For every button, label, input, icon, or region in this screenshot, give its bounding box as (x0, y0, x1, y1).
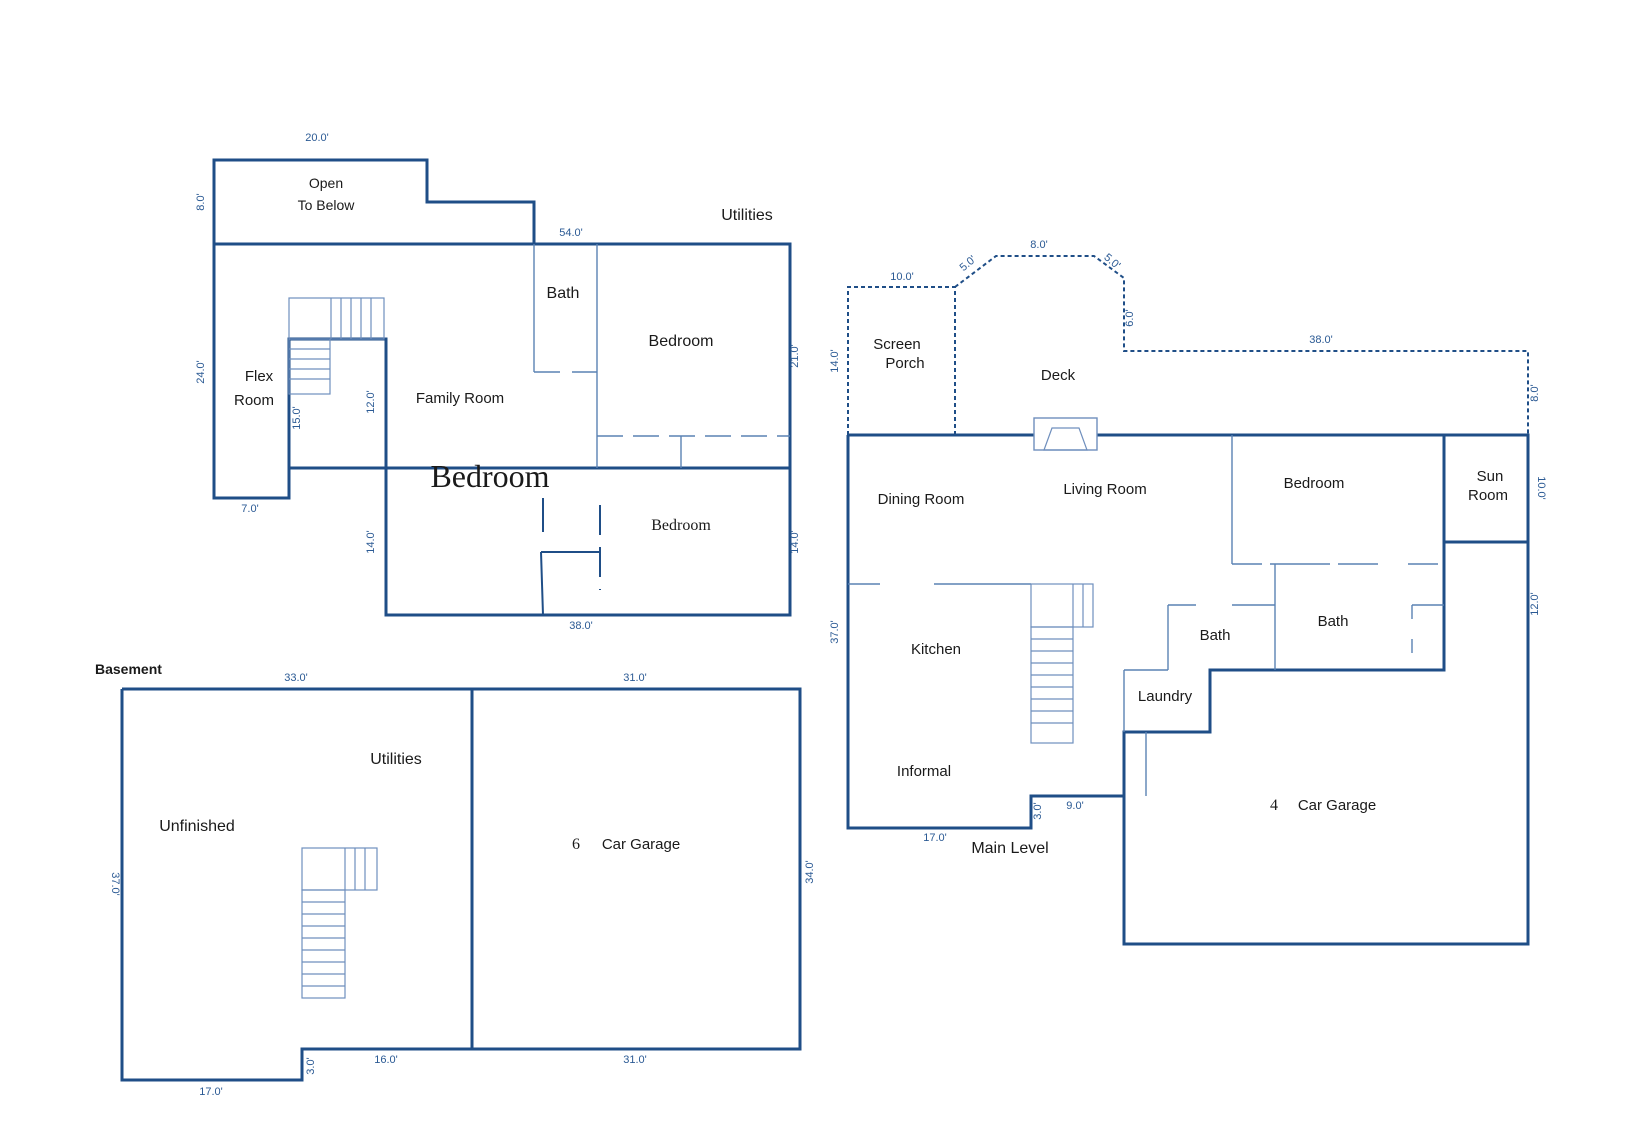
fireplace (1033, 417, 1098, 451)
basement-dim-top-right: 31.0' (623, 672, 647, 684)
main-garage-label: Car Garage (1298, 797, 1376, 814)
bath-label-1: Bath (1200, 627, 1231, 644)
upper-dim-mid-top: 54.0' (559, 227, 583, 239)
living-room-label: Living Room (1063, 481, 1146, 498)
fireplace-hearth (1043, 427, 1088, 451)
main-outer-wall (848, 433, 1530, 946)
basement-dim-step: 3.0' (305, 1057, 317, 1074)
bath-label-2: Bath (1318, 613, 1349, 630)
main-left-wall (846, 435, 1124, 830)
upper-utilities-label: Utilities (721, 207, 773, 224)
basement-title: Basement (95, 661, 162, 677)
family-room-label: Family Room (416, 390, 504, 407)
kitchen-label: Kitchen (911, 641, 961, 658)
basement-dim-right: 34.0' (804, 860, 816, 884)
basement-outer-wall (120, 687, 802, 1082)
open-to-below-label-2: To Below (298, 197, 356, 213)
deck-outline (954, 255, 1529, 435)
upper-dim-stair-15: 15.0' (291, 406, 303, 430)
upper-bedroom-label: Bedroom (649, 333, 714, 350)
upper-dim-left: 24.0' (195, 360, 207, 384)
main-dim-garage-side: 12.0' (1529, 592, 1541, 616)
basement-dim-bottom-left: 17.0' (199, 1086, 223, 1098)
main-dim-deck-right: 8.0' (1529, 384, 1541, 401)
upper-dim-open-side: 8.0' (195, 193, 207, 210)
basement-dim-left: 37.0' (109, 872, 121, 896)
basement-level: Basement Utilities Unfinished 6 Car Gara… (95, 661, 816, 1098)
dining-room-label: Dining Room (878, 491, 965, 508)
laundry-label: Laundry (1138, 688, 1193, 705)
upper-dim-low-left: 14.0' (365, 530, 377, 554)
upper-closet-wall-d (540, 551, 544, 616)
basement-garage-label: Car Garage (602, 836, 680, 853)
upper-bedroom-small-label: Bedroom (651, 517, 711, 534)
main-dim-bottom-left: 17.0' (923, 832, 947, 844)
basement-garage-number: 6 (572, 836, 580, 853)
main-dim-step: 3.0' (1032, 802, 1044, 819)
main-dim-deck-long: 38.0' (1309, 334, 1333, 346)
main-bedroom-label: Bedroom (1284, 475, 1345, 492)
upper-open-to-below-wall (212, 158, 536, 244)
upper-bedroom-large-label: Bedroom (430, 458, 549, 494)
main-dim-deck-diag-right: 5.0' (1101, 252, 1122, 272)
main-dim-deck-side: 6.0' (1124, 309, 1136, 326)
screen-porch-outline (847, 286, 956, 435)
main-dim-deck-top: 8.0' (1030, 239, 1047, 251)
upper-flex-wall (212, 244, 291, 500)
upper-dim-bottom: 38.0' (569, 620, 593, 632)
open-to-below-label-1: Open (309, 175, 343, 191)
upper-dim-stair-12: 12.0' (365, 390, 377, 414)
screen-porch-label-2: Porch (885, 355, 924, 372)
deck-label: Deck (1041, 367, 1076, 384)
screen-porch-label-1: Screen (873, 336, 921, 353)
main-stairs (1030, 583, 1094, 744)
basement-dim-bottom-16: 16.0' (374, 1054, 398, 1066)
informal-label: Informal (897, 763, 951, 780)
main-level: Screen Porch Deck Dining Room Living Roo… (829, 239, 1547, 946)
main-dim-sun-side: 10.0' (1535, 476, 1547, 500)
basement-unfinished-label: Unfinished (159, 818, 235, 835)
main-dim-deck-diag-left: 5.0' (958, 254, 979, 274)
main-dim-left: 37.0' (829, 620, 841, 644)
upper-dim-top: 20.0' (305, 132, 329, 144)
main-garage-number: 4 (1270, 797, 1278, 814)
basement-dim-bottom-right: 31.0' (623, 1054, 647, 1066)
flex-room-label-1: Flex (245, 368, 274, 385)
main-dim-porch-top: 10.0' (890, 271, 914, 283)
main-dim-porch-side: 14.0' (829, 349, 841, 373)
upper-dim-bottom-left: 7.0' (241, 503, 258, 515)
main-level-title: Main Level (971, 840, 1048, 857)
basement-utilities-label: Utilities (370, 751, 422, 768)
upper-level: Open To Below Utilities Bath Bedroom Fle… (195, 132, 801, 632)
upper-dim-right: 21.0' (789, 344, 801, 368)
upper-bath-label: Bath (547, 285, 580, 302)
sun-room-label-2: Room (1468, 487, 1508, 504)
flex-room-label-2: Room (234, 392, 274, 409)
upper-stairs (288, 297, 385, 395)
basement-stairs (301, 847, 378, 999)
basement-dim-top-left: 33.0' (284, 672, 308, 684)
main-dim-step-run: 9.0' (1066, 800, 1083, 812)
sun-room-label-1: Sun (1477, 468, 1504, 485)
upper-dim-low-right: 14.0' (789, 530, 801, 554)
